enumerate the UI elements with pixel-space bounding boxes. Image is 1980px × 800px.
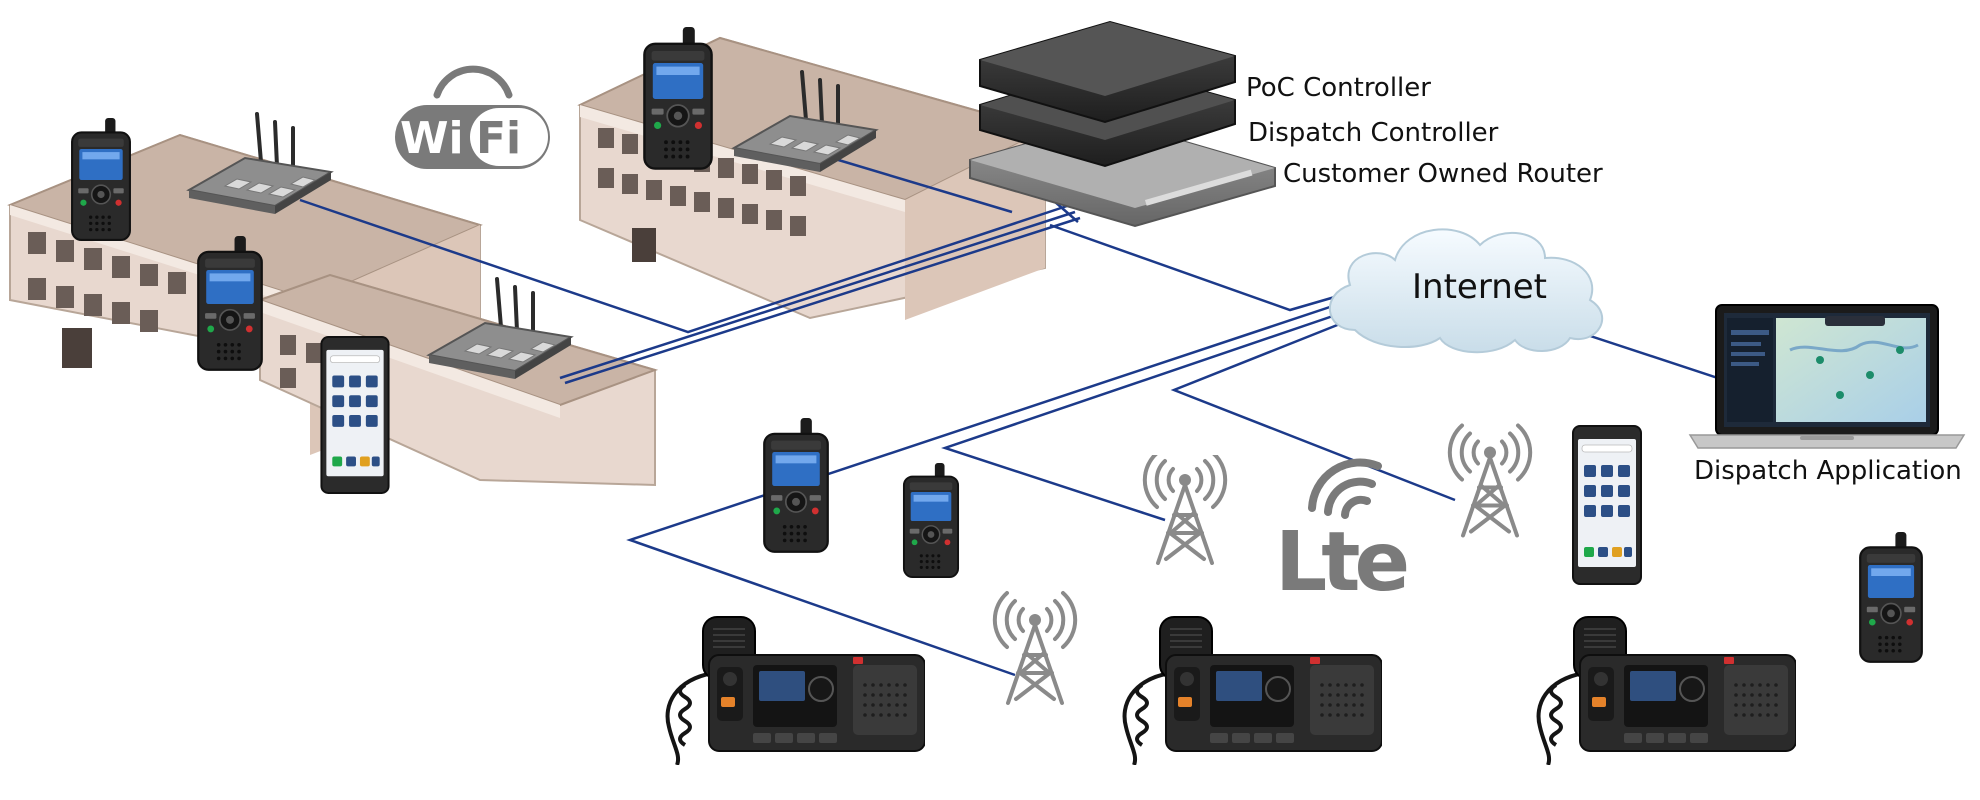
wifi-logo-wi-text: Wi — [400, 113, 464, 164]
dispatch-controller-label: Dispatch Controller — [1248, 118, 1499, 148]
mobile-radio-icon — [1122, 615, 1382, 765]
poc-controller-label: PoC Controller — [1246, 73, 1431, 103]
internet-label: Internet — [1412, 267, 1547, 307]
cell-tower-icon — [995, 593, 1075, 703]
handheld-radio-icon — [196, 234, 264, 372]
handheld-radio-icon — [1858, 530, 1924, 664]
cloud-icon: Internet — [1329, 228, 1603, 354]
cell-tower-icon — [1450, 426, 1530, 536]
mobile-radio-icon — [665, 615, 925, 765]
wifi-logo-fi-text: Fi — [476, 113, 521, 164]
smartphone-icon — [1571, 425, 1643, 585]
smartphone-icon — [320, 336, 390, 494]
laptop-icon — [1688, 304, 1966, 449]
handheld-radio-icon — [643, 25, 713, 170]
wifi-logo-icon: Wi Fi — [395, 65, 550, 169]
lte-logo-icon: Lte — [1275, 458, 1412, 610]
handheld-radio-icon — [902, 461, 960, 579]
handheld-radio-icon — [762, 416, 830, 554]
handheld-radio-icon — [71, 118, 131, 241]
server-rack-icon — [969, 20, 1276, 228]
lte-logo-text: Lte — [1275, 515, 1406, 610]
mobile-radio-icon — [1536, 615, 1796, 765]
customer-owned-router-label: Customer Owned Router — [1283, 159, 1603, 189]
cell-tower-icon — [1142, 455, 1228, 565]
dispatch-application-label: Dispatch Application — [1694, 456, 1962, 486]
